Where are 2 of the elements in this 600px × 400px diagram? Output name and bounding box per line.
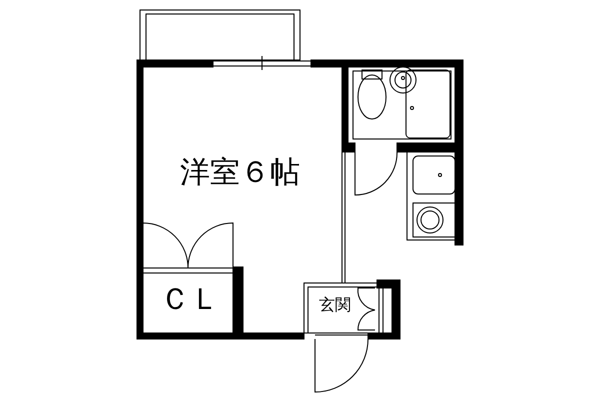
room-label: 洋室６帖 bbox=[165, 150, 315, 194]
room-label: ＣＬ bbox=[150, 278, 230, 320]
